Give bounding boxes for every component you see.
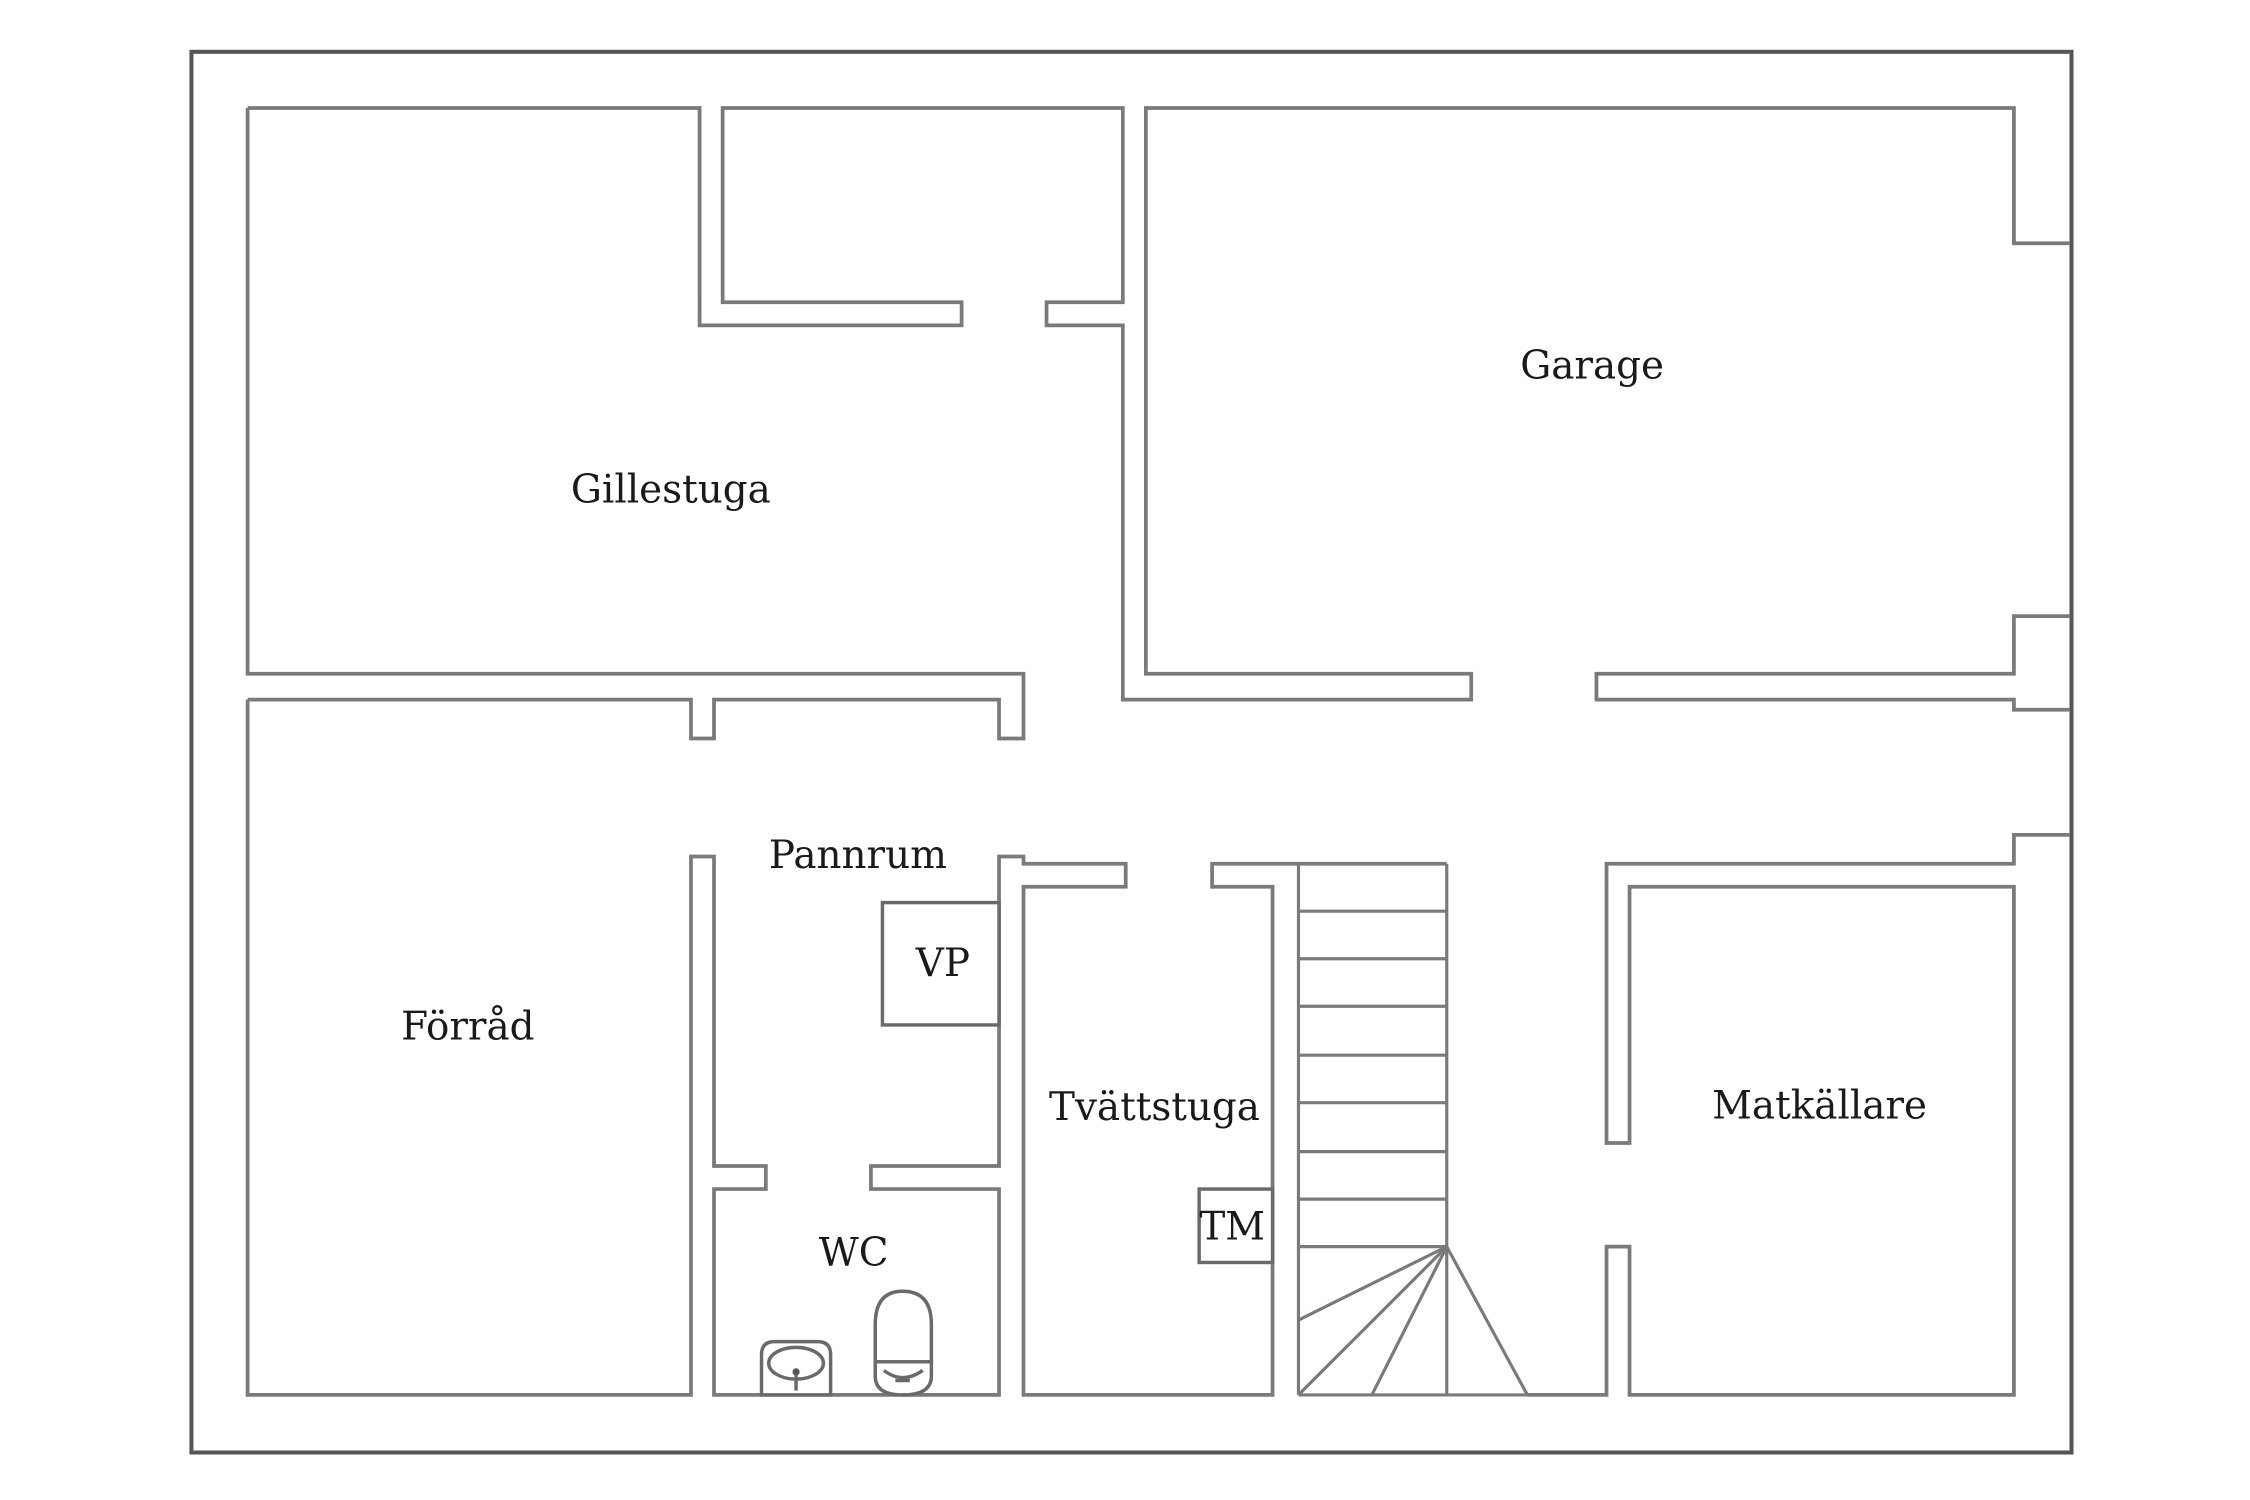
room-label-garage: Garage <box>1520 344 1664 389</box>
room-label-forrad: Förråd <box>401 1004 534 1049</box>
wall-forrad <box>245 699 1447 1397</box>
wall-garage-right <box>1594 614 2071 712</box>
room-label-wc: WC <box>819 1230 889 1275</box>
room-label-pannrum: Pannrum <box>769 833 947 878</box>
room-label-tm: TM <box>1199 1204 1265 1249</box>
toilet-icon <box>873 1289 934 1397</box>
room-label-tvattstuga: Tvättstuga <box>1049 1085 1260 1130</box>
tm-unit <box>1197 1187 1275 1265</box>
vp-unit <box>880 900 1001 1027</box>
room-label-matkallare: Matkällare <box>1712 1083 1927 1128</box>
wall-matkallare <box>1527 833 2071 1397</box>
staircase <box>1296 863 1529 1397</box>
room-label-vp: VP <box>915 941 970 986</box>
wall-gillestuga <box>247 106 2071 702</box>
outer-boundary <box>189 49 2074 1455</box>
sink-icon <box>759 1339 833 1397</box>
wall-gillestuga-bottom <box>245 107 1026 741</box>
room-label-gillestuga: Gillestuga <box>571 467 771 512</box>
